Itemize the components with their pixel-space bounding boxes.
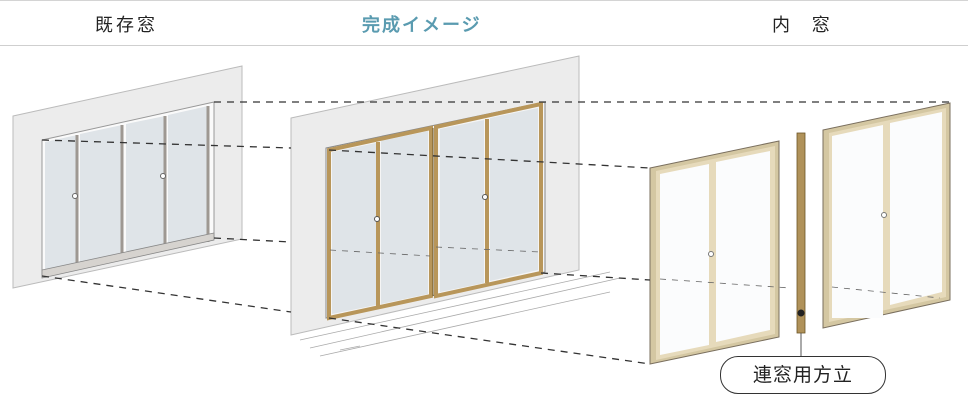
existing-sill [41, 232, 215, 279]
completed-lock-knob-icon [482, 194, 488, 200]
inner-lock-knob-icon [708, 251, 714, 257]
label-existing-window: 既存窓 [95, 15, 158, 36]
projection-guide-lines [41, 101, 950, 365]
existing-lock-knob-icon [72, 193, 78, 199]
window-installation-diagram [12, 55, 951, 365]
inner-window-left-unit [649, 140, 780, 365]
inner-window-right-unit [822, 102, 951, 329]
existing-lock-knob-icon [160, 173, 166, 179]
label-completed-image: 完成イメージ [362, 15, 482, 36]
completed-lock-knob-icon [374, 216, 380, 222]
mullion-callout: 連窓用方立 [720, 356, 886, 394]
mullion-pin-icon [797, 309, 805, 317]
inner-lock-knob-icon [881, 212, 887, 218]
mullion-bar [796, 132, 806, 356]
label-inner-window: 内 窓 [772, 15, 838, 36]
header-bar: 既存窓 完成イメージ 内 窓 [0, 1, 968, 46]
completed-wood-frames [327, 101, 543, 321]
existing-window-illustration [12, 65, 243, 289]
completed-window-illustration [290, 55, 621, 357]
top-rule [0, 0, 968, 1]
